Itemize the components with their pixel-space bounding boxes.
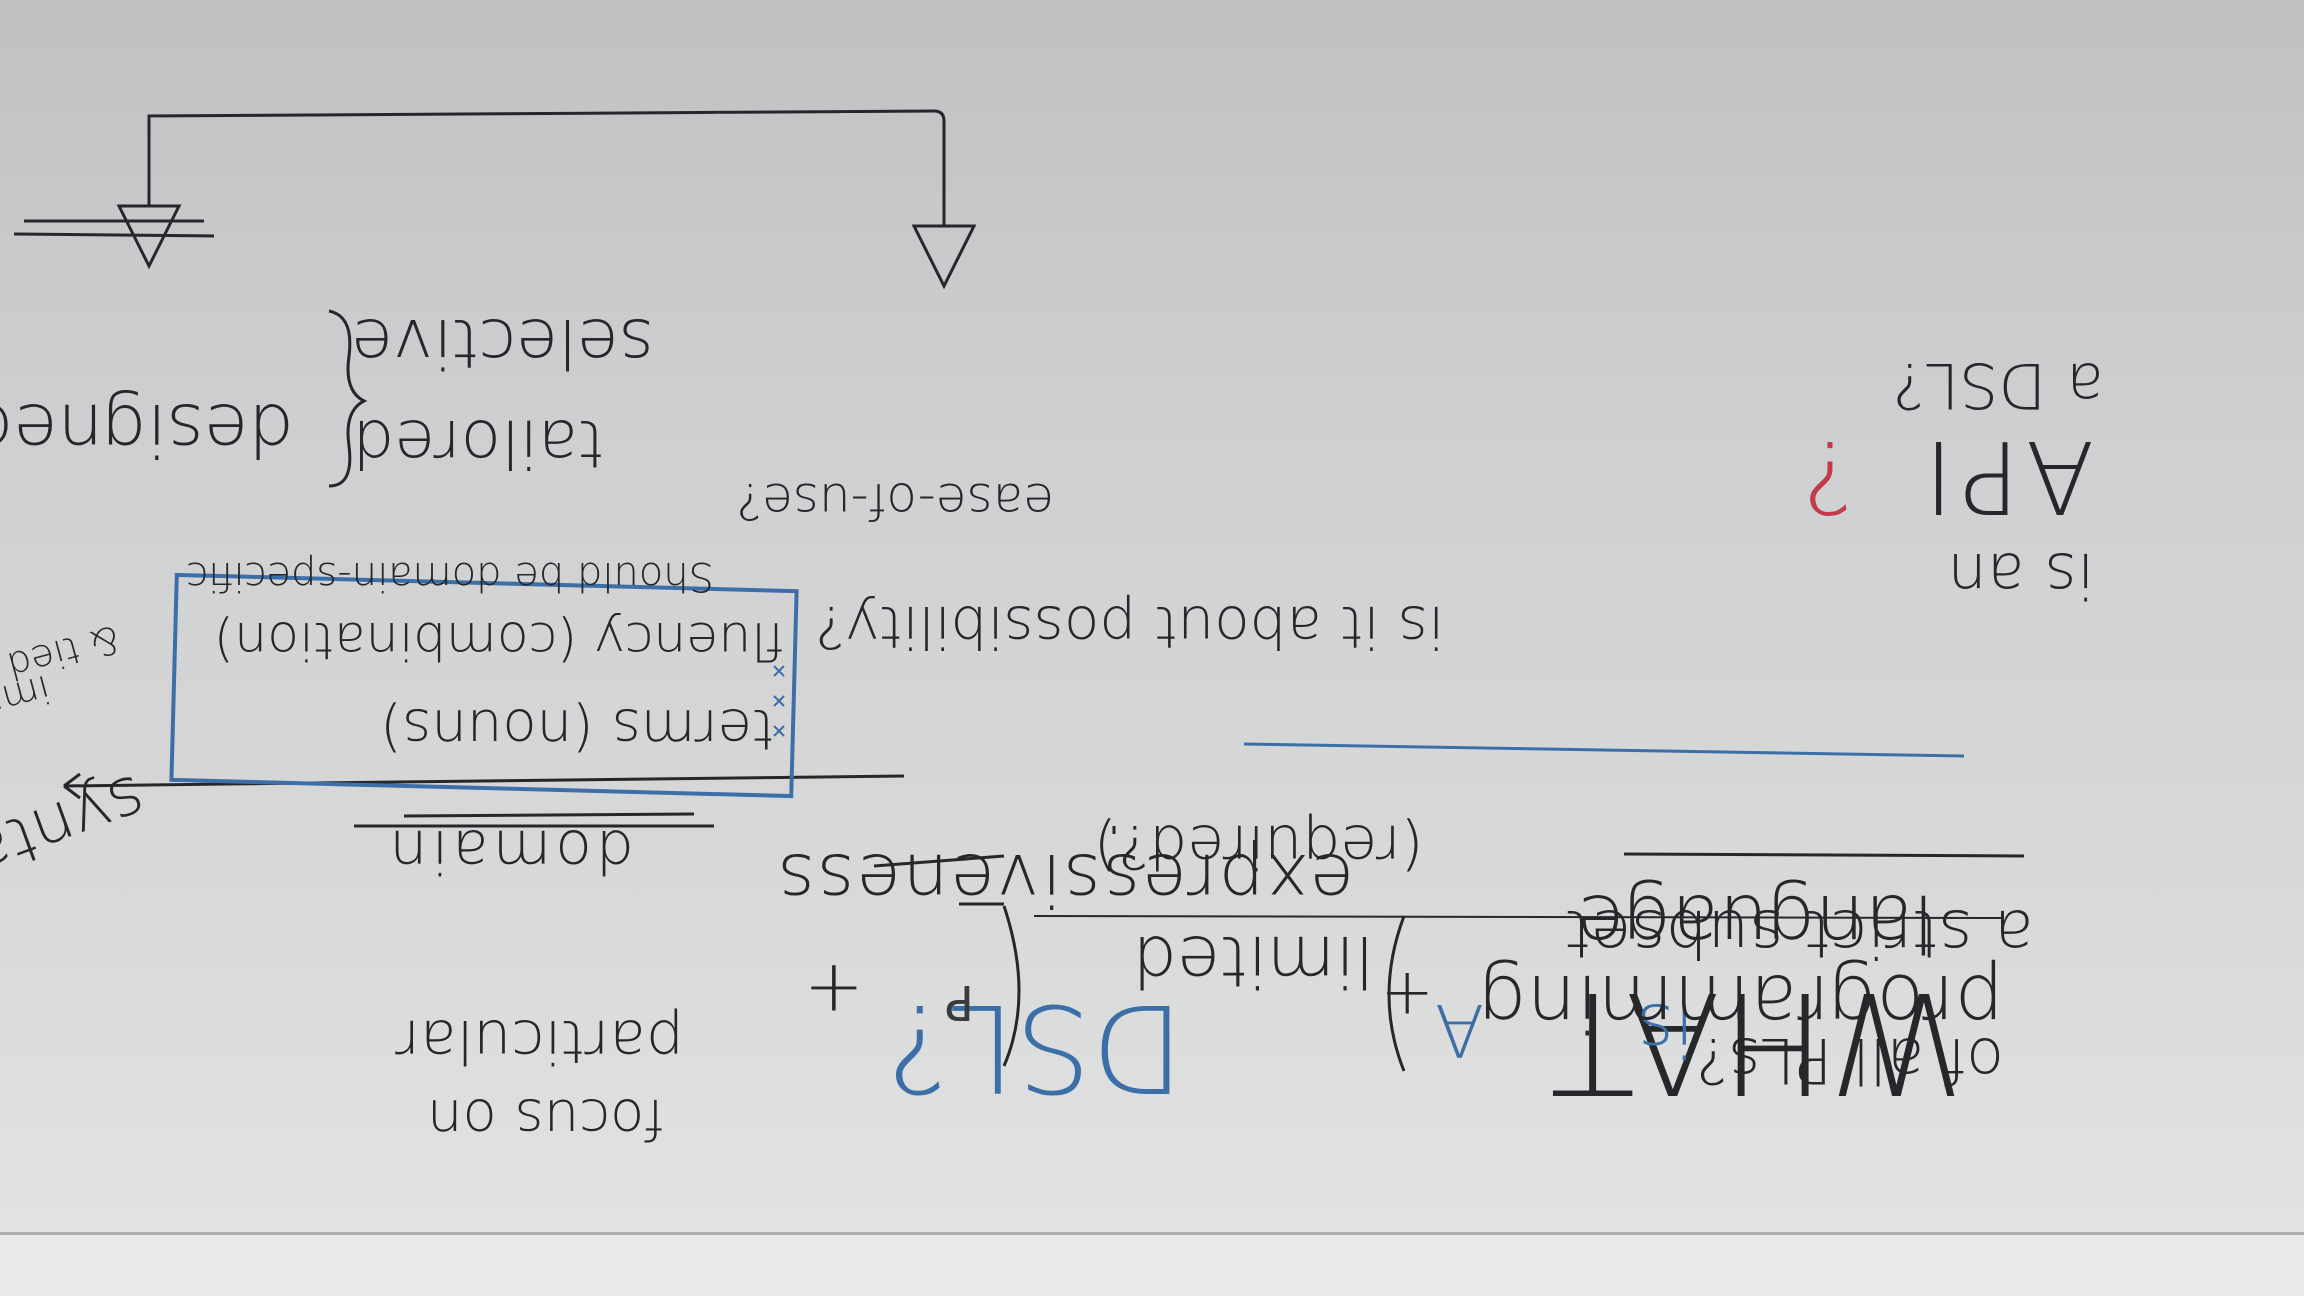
required-note: (required?) [1093,811,1424,881]
box-underline-2 [403,812,695,818]
paren-open [1002,905,1021,1067]
api-question-mark: ? [1800,418,1854,535]
brace-designed: designed [0,388,294,472]
arrow-head [63,772,81,800]
triangle-left [911,224,977,290]
triangle-right [116,204,182,270]
connector-bracket [147,109,946,226]
paren-close [1387,915,1406,1072]
edge-glyph: P [945,974,974,1030]
expressiveness-underline [1623,852,2025,858]
title-dsl: DSL? [884,977,1184,1116]
brace-selective: selective [350,303,654,382]
connector-plus: + [1380,957,1434,1031]
curly-brace [328,309,368,488]
term-limited: limited [1132,920,1374,1002]
plus-focus: + [803,948,864,1032]
api-line1: is an [1947,539,2094,612]
title-a: A [1434,988,1484,1072]
brace-tailored: tailored [352,405,604,482]
api-word: API [1917,418,2094,535]
focus-on: focus on [427,1086,664,1151]
vocabulary-box [169,572,799,799]
box-terms: terms (nouns) [380,696,774,761]
possibility-note: is it about possibility? [814,593,1444,661]
designed-underline-1 [13,232,215,238]
domain-specific: Should be domain-specific [186,553,714,599]
domain: domain [385,816,634,886]
whiteboard-tray [0,1235,2304,1296]
api-line2: a DSL? [1891,349,2104,422]
title-underline [1243,742,1965,758]
box-fluency: fluency (combination) [213,610,784,670]
ease-of-use: ease-of-use? [735,472,1054,530]
subset-line1: a strict subset [1564,895,2034,972]
whiteboard-edge [0,1232,2304,1235]
subset-line2: of all PLs? [1695,1024,2004,1097]
subset-underline [1033,915,2005,919]
domain-underline [873,854,1005,868]
box-marks [773,665,785,737]
arrow-line [63,774,905,788]
particular: particular [395,1006,684,1076]
